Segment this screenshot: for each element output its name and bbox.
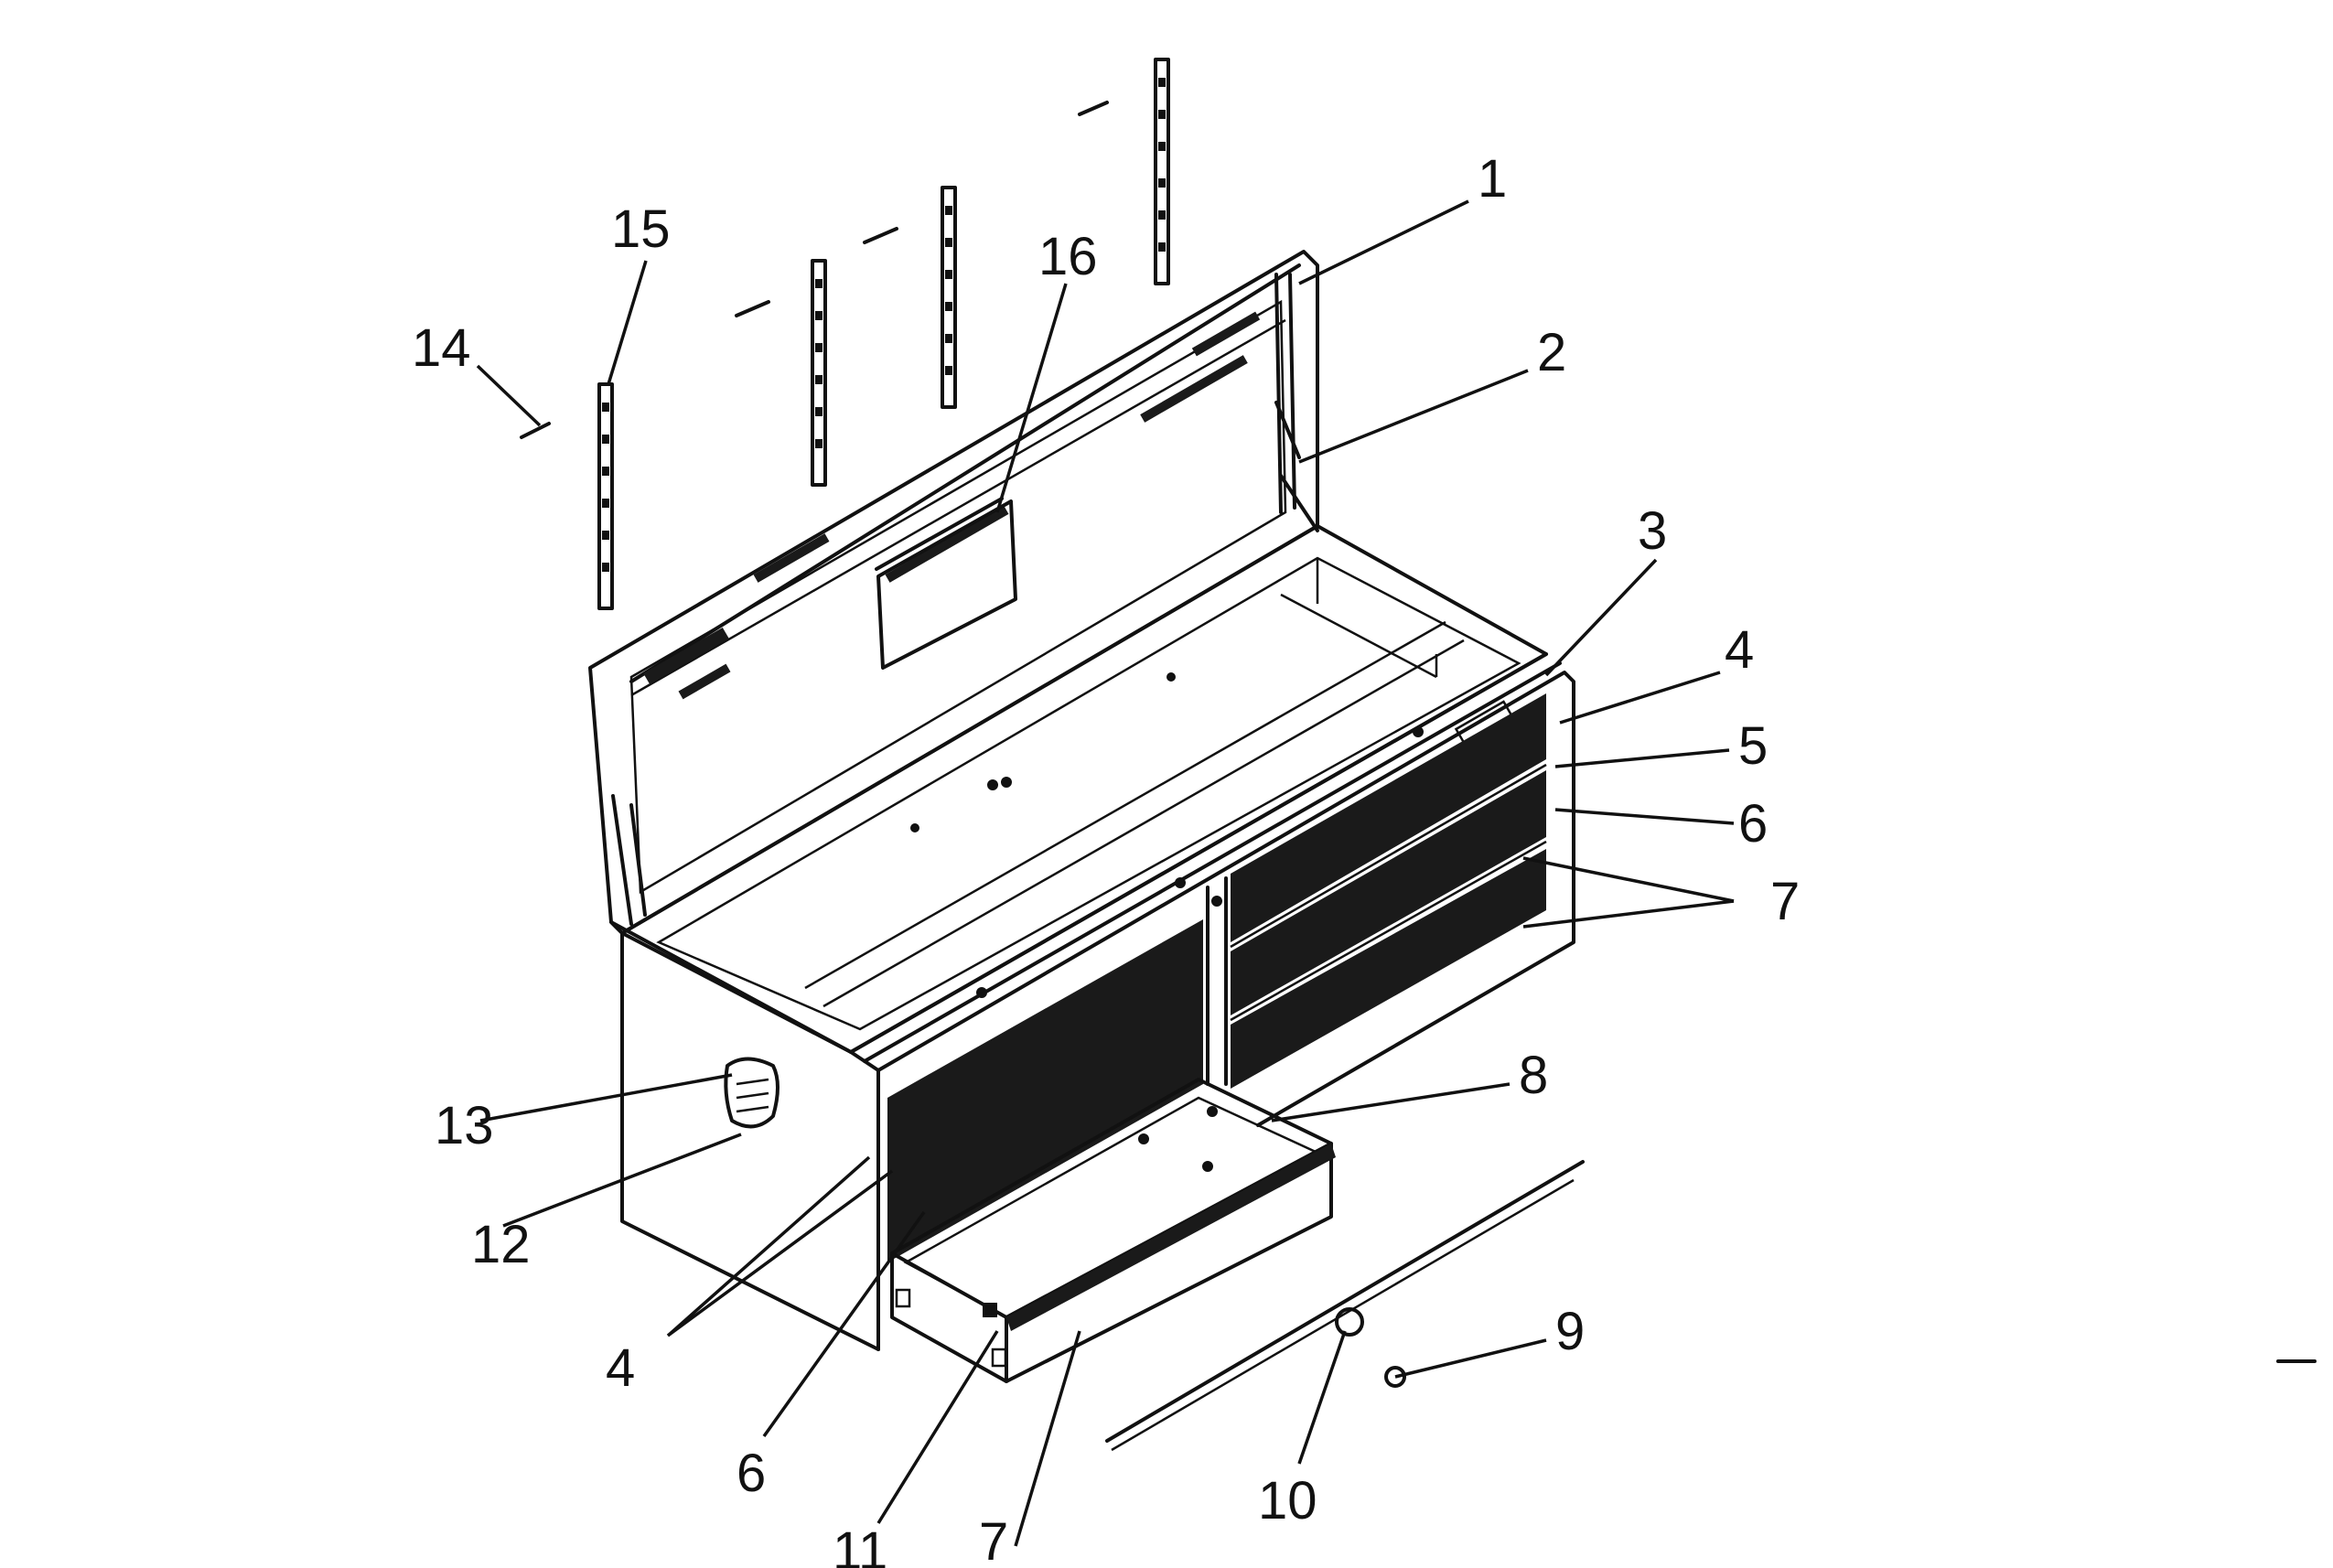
- callout-7-lower: 7: [979, 1512, 1008, 1568]
- callout-12: 12: [471, 1215, 531, 1274]
- callout-14: 14: [412, 318, 471, 378]
- callout-11: 11: [833, 1521, 887, 1568]
- callout-4: 4: [1725, 620, 1754, 680]
- callout-13: 13: [435, 1096, 494, 1155]
- left-drawer-back-panel: [887, 919, 1203, 1262]
- callout-4-lower: 4: [606, 1338, 635, 1398]
- callout-9: 9: [1555, 1302, 1585, 1361]
- leader-lines: [476, 199, 1735, 1547]
- open-drawer: [890, 1078, 1336, 1383]
- right-drawer-fronts: [1230, 693, 1547, 1089]
- left-lid-stay: [611, 794, 647, 926]
- callout-8: 8: [1519, 1046, 1548, 1105]
- drawer-slide: [1105, 1160, 1585, 1452]
- bolt: [1384, 1366, 1406, 1388]
- callout-16: 16: [1038, 227, 1098, 286]
- callout-7: 7: [1770, 872, 1800, 931]
- lid-stay: [1274, 273, 1319, 532]
- callout-2: 2: [1537, 323, 1566, 382]
- callout-3: 3: [1638, 501, 1667, 561]
- callout-10: 10: [1258, 1471, 1317, 1530]
- callout-6: 6: [1738, 794, 1768, 854]
- clips: [520, 101, 1109, 439]
- divider-strips: [597, 58, 1170, 610]
- lid-label-plate: [875, 497, 1017, 670]
- callout-labels: 1 2 3 4 5 6 7 8 9 10 11 12 13 14 15 16 4…: [412, 149, 1800, 1568]
- callout-6-lower: 6: [736, 1444, 766, 1503]
- callout-1: 1: [1478, 149, 1507, 209]
- callout-15: 15: [611, 199, 671, 259]
- side-handle: [724, 1057, 779, 1129]
- tool-chest-drawing: [520, 58, 2317, 1452]
- chest-body: [609, 652, 1575, 1351]
- callout-5: 5: [1738, 716, 1768, 776]
